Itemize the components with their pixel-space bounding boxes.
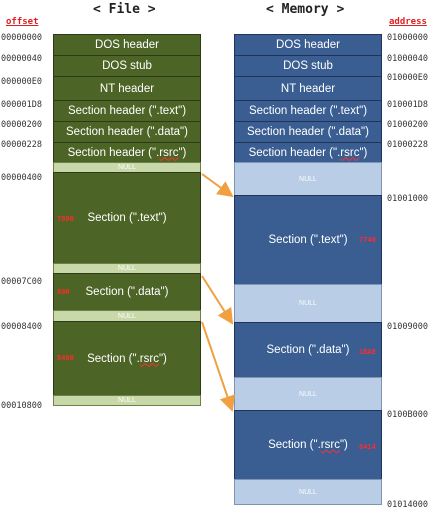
label-part: rsrc (320, 439, 340, 451)
label-part: ") (359, 146, 368, 159)
label-part: Section header (". (67, 146, 160, 159)
memory-text-size: 7740 (359, 236, 376, 244)
memory-nt-header: NT header (234, 76, 382, 101)
file-offset: 00008400 (1, 322, 42, 332)
memory-rsrc-size: 8414 (359, 443, 376, 451)
file-section-header-data: Section header (".data") (53, 121, 201, 143)
label-part: Section header (". (248, 146, 341, 159)
file-offset: 00000000 (1, 33, 42, 43)
file-data-size: 800 (57, 288, 70, 296)
file-offset: 000000E0 (1, 77, 42, 87)
memory-address: 010001D8 (387, 100, 428, 110)
file-section-header-rsrc: Section header (".rsrc") (53, 142, 201, 163)
memory-column-title: < Memory > (266, 2, 345, 17)
file-offset: 00000400 (1, 173, 42, 183)
memory-address: 01000000 (387, 33, 428, 43)
file-dos-stub: DOS stub (53, 55, 201, 77)
file-offset: 00010800 (1, 401, 42, 411)
memory-section-data: Section (".data") (234, 322, 382, 378)
label-part: ") (158, 352, 167, 365)
label-part: rsrc (159, 146, 179, 159)
memory-null-padding: NULL (234, 162, 382, 196)
address-axis-label: address (389, 17, 427, 27)
file-section-header-text: Section header (".text") (53, 100, 201, 122)
file-text-size: 7800 (57, 215, 74, 223)
file-dos-header: DOS header (53, 34, 201, 56)
memory-dos-header: DOS header (234, 34, 382, 56)
memory-section-header-rsrc: Section header (".rsrc") (234, 142, 382, 163)
memory-address: 010000E0 (387, 73, 428, 83)
memory-null-padding: NULL (234, 284, 382, 323)
memory-address: 0100B000 (387, 410, 428, 420)
memory-address: 01001000 (387, 194, 428, 204)
memory-section-header-text: Section header (".text") (234, 100, 382, 122)
memory-address: 01014000 (387, 500, 428, 510)
memory-data-size: 1BAE (359, 348, 376, 356)
memory-null-padding: NULL (234, 377, 382, 411)
rsrc-mapping-arrow (201, 321, 236, 412)
label-part: rsrc (340, 146, 360, 159)
file-null-padding: NULL (53, 395, 201, 406)
file-section-text: Section (".text") (53, 172, 201, 264)
file-rsrc-size: 8400 (57, 354, 74, 362)
label-part: Section (". (268, 439, 321, 451)
file-column-title: < File > (93, 2, 156, 17)
memory-dos-stub: DOS stub (234, 55, 382, 77)
file-offset: 00000200 (1, 120, 42, 130)
label-part: rsrc (139, 352, 159, 365)
label-part: ") (339, 439, 348, 451)
file-offset: 00000040 (1, 54, 42, 64)
label-part: Section (". (87, 352, 140, 365)
memory-address: 01000200 (387, 120, 428, 130)
memory-address: 01000040 (387, 54, 428, 64)
text-mapping-arrow (201, 173, 234, 198)
data-mapping-arrow (201, 275, 234, 325)
offset-axis-label: offset (6, 17, 39, 27)
memory-address: 01000228 (387, 140, 428, 150)
memory-address: 01009000 (387, 322, 428, 332)
file-offset: 00007C00 (1, 277, 42, 287)
file-offset: 00000228 (1, 140, 42, 150)
memory-section-header-data: Section header (".data") (234, 121, 382, 143)
label-part: ") (178, 146, 187, 159)
file-nt-header: NT header (53, 76, 201, 101)
file-section-rsrc: Section (".rsrc") (53, 321, 201, 396)
file-offset: 000001D8 (1, 100, 42, 110)
file-section-data: Section (".data") (53, 273, 201, 311)
memory-null-padding: NULL (234, 479, 382, 505)
